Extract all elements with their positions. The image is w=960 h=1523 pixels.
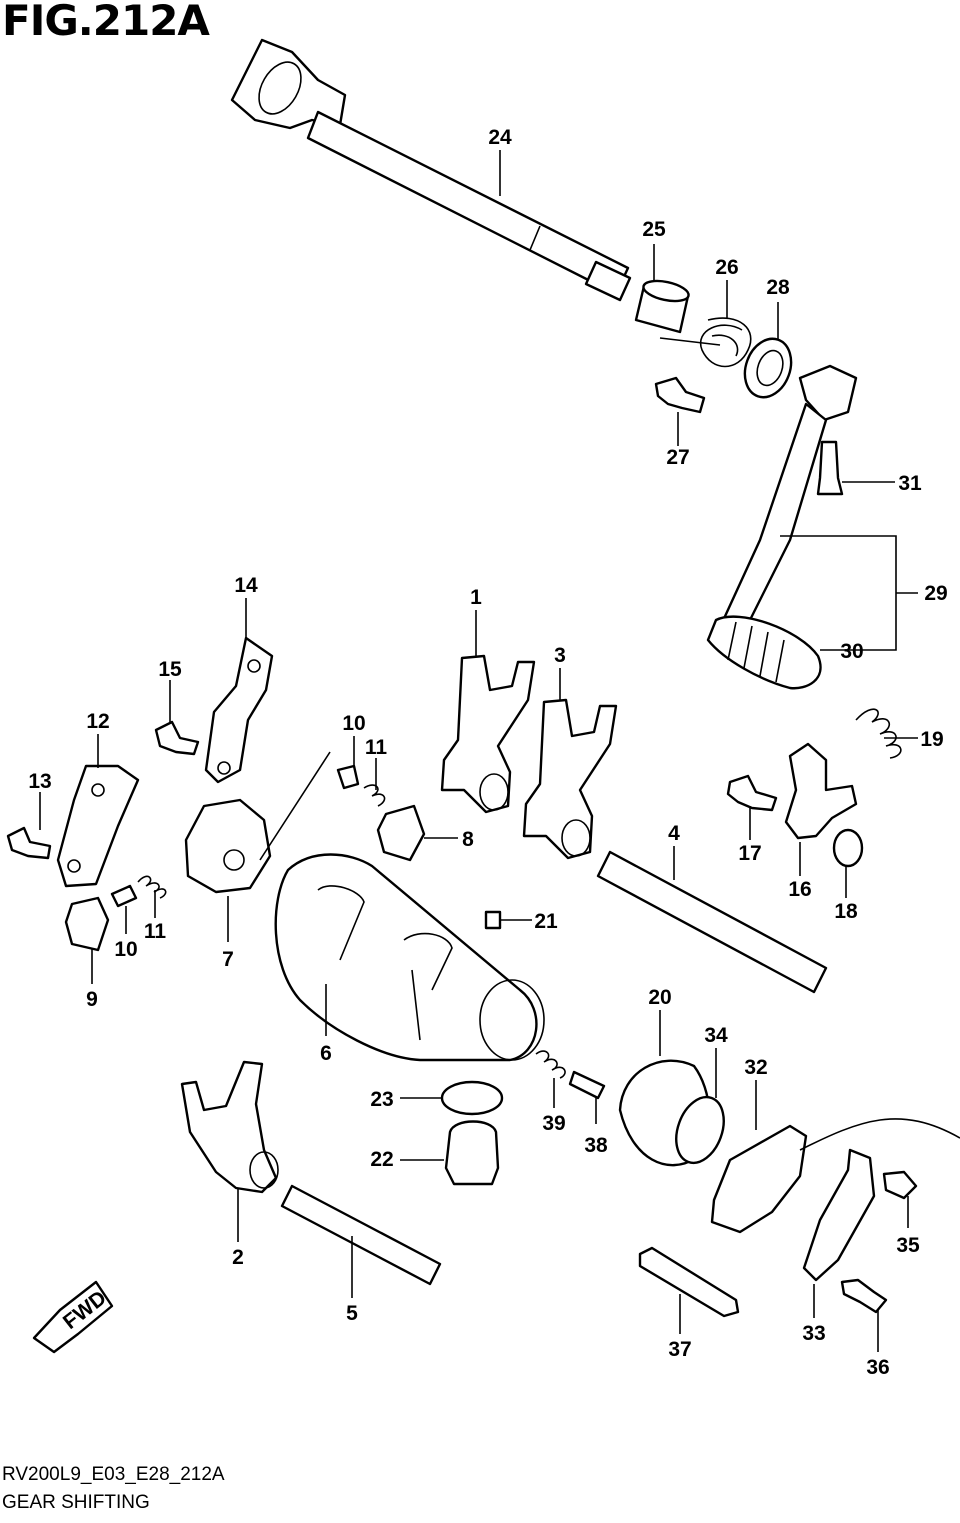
callout-16: 16: [788, 878, 811, 901]
callout-9: 9: [86, 988, 98, 1011]
callout-39: 39: [542, 1112, 565, 1135]
callout-38: 38: [584, 1134, 608, 1157]
callout-11-upper: 11: [365, 736, 388, 759]
callout-13: 13: [28, 770, 51, 793]
screw-13: [6, 826, 52, 860]
callout-29: 29: [924, 582, 947, 605]
callout-8: 8: [462, 828, 474, 851]
screw-36: [840, 1278, 888, 1314]
callout-10-lower: 10: [114, 938, 137, 961]
washer-18: [832, 828, 864, 868]
callout-35: 35: [896, 1234, 920, 1257]
shift-plate: [204, 636, 274, 784]
callout-31: 31: [898, 472, 922, 495]
plate-33: [802, 1148, 876, 1282]
cam-driven-gear: [184, 751, 331, 894]
spring-11-upper: [363, 784, 386, 807]
return-spring: [659, 317, 752, 368]
callout-26: 26: [715, 256, 738, 279]
forward-arrow-icon: [32, 1280, 114, 1354]
callout-11-lower: 11: [144, 920, 167, 943]
figure-name: GEAR SHIFTING: [2, 1492, 150, 1513]
spring-39: [535, 1050, 566, 1079]
shift-fork-3: [522, 698, 618, 860]
callout-21: 21: [534, 910, 558, 933]
callout-25: 25: [642, 218, 666, 241]
screw-35: [882, 1170, 918, 1200]
callout-2: 2: [232, 1246, 244, 1269]
gasket-23: [440, 1080, 504, 1116]
oil-seal: [743, 337, 793, 399]
screw-15: [154, 720, 200, 756]
callout-5: 5: [346, 1302, 358, 1325]
clamp-37: [638, 1246, 740, 1318]
gear-shift-cam: [274, 853, 545, 1062]
callout-28: 28: [766, 276, 790, 299]
figure-title: FIG.212A: [2, 0, 210, 45]
pin-10-upper: [336, 764, 360, 790]
callout-30: 30: [840, 640, 863, 663]
fork-shaft-5: [280, 1184, 442, 1286]
bracket-16: [784, 742, 858, 840]
callout-32: 32: [744, 1056, 767, 1079]
callout-20: 20: [648, 986, 671, 1009]
leader-lines: [39, 150, 918, 1352]
stopper-plate: [56, 764, 140, 888]
callout-27: 27: [666, 446, 689, 469]
bolt-31: [816, 440, 844, 496]
shift-fork-1: [440, 654, 536, 814]
callout-33: 33: [802, 1322, 825, 1345]
gear-shift-lever: [706, 364, 858, 690]
callout-3: 3: [554, 644, 566, 667]
pin-21: [484, 910, 502, 930]
callout-1: 1: [470, 586, 482, 609]
stopper-9: [64, 896, 110, 952]
pin-38: [568, 1070, 606, 1100]
pin-10-lower: [110, 884, 138, 908]
figure-code: RV200L9_E03_E28_212A: [2, 1464, 225, 1485]
callout-19: 19: [920, 728, 943, 751]
callout-10-upper: 10: [342, 712, 365, 735]
callout-4: 4: [668, 822, 680, 845]
callout-17: 17: [738, 842, 761, 865]
callout-12: 12: [86, 710, 109, 733]
gear-shift-shaft: [230, 38, 632, 302]
gear-position-switch: [618, 1059, 960, 1234]
shift-fork-2: [180, 1060, 279, 1194]
callout-34: 34: [704, 1024, 728, 1047]
callout-6: 6: [320, 1042, 332, 1065]
spring-11-lower: [137, 875, 167, 899]
callout-15: 15: [158, 658, 182, 681]
callout-14: 14: [234, 574, 258, 597]
callout-18: 18: [834, 900, 858, 923]
callout-22: 22: [370, 1148, 393, 1171]
o-ring-34: [675, 1095, 725, 1165]
callout-24: 24: [488, 126, 512, 149]
stopper-8: [376, 804, 426, 862]
callout-37: 37: [668, 1338, 691, 1361]
callout-23: 23: [370, 1088, 393, 1111]
shaft-collar: [634, 279, 690, 334]
bolt-27: [654, 376, 706, 414]
callout-36: 36: [866, 1356, 889, 1379]
callout-7: 7: [222, 948, 234, 971]
bolt-17: [726, 774, 778, 812]
fork-shaft-4: [596, 850, 828, 994]
plug-22: [444, 1120, 500, 1186]
spring-19: [855, 708, 902, 759]
